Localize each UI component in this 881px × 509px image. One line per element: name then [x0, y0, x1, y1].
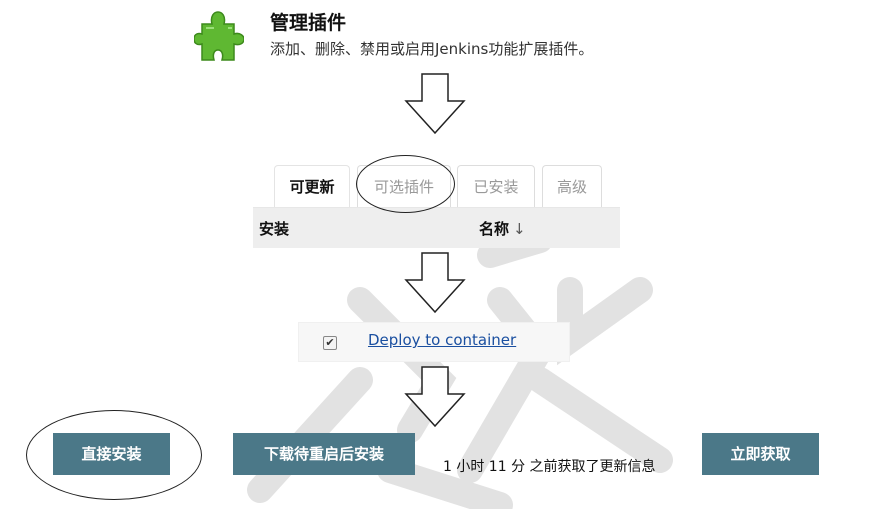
down-arrow-icon [404, 252, 466, 314]
manage-plugins-description: 添加、删除、禁用或启用Jenkins功能扩展插件。 [270, 40, 594, 58]
tab-installed[interactable]: 已安装 [457, 165, 535, 208]
column-header-name[interactable]: 名称↓ [479, 218, 526, 239]
sort-down-icon: ↓ [513, 220, 526, 238]
fetch-now-button[interactable]: 立即获取 [702, 433, 819, 475]
manage-plugins-title: 管理插件 [270, 12, 347, 34]
table-header: 安装 名称↓ [253, 208, 620, 248]
down-arrow-icon [404, 73, 466, 135]
column-header-name-label: 名称 [479, 220, 510, 238]
down-arrow-icon [404, 366, 466, 428]
update-info-text: 1 小时 11 分 之前获取了更新信息 [443, 459, 656, 475]
plugin-row: ✔ Deploy to container [298, 322, 570, 362]
plugin-install-checkbox[interactable]: ✔ [323, 336, 337, 350]
plugin-name-link[interactable]: Deploy to container [368, 331, 517, 349]
download-restart-button[interactable]: 下载待重启后安装 [233, 433, 415, 475]
tab-advanced[interactable]: 高级 [542, 165, 602, 208]
manage-plugins-panel[interactable]: 管理插件 添加、删除、禁用或启用Jenkins功能扩展插件。 [182, 0, 684, 72]
column-header-install[interactable]: 安装 [259, 220, 290, 238]
tab-bar-divider [253, 207, 620, 208]
plugin-tabs-panel: 可更新 可选插件 已安装 高级 安装 名称↓ [253, 157, 620, 249]
tab-updates[interactable]: 可更新 [274, 165, 350, 208]
install-now-button[interactable]: 直接安装 [53, 433, 170, 475]
tab-available[interactable]: 可选插件 [357, 165, 451, 208]
puzzle-piece-icon [194, 11, 244, 61]
